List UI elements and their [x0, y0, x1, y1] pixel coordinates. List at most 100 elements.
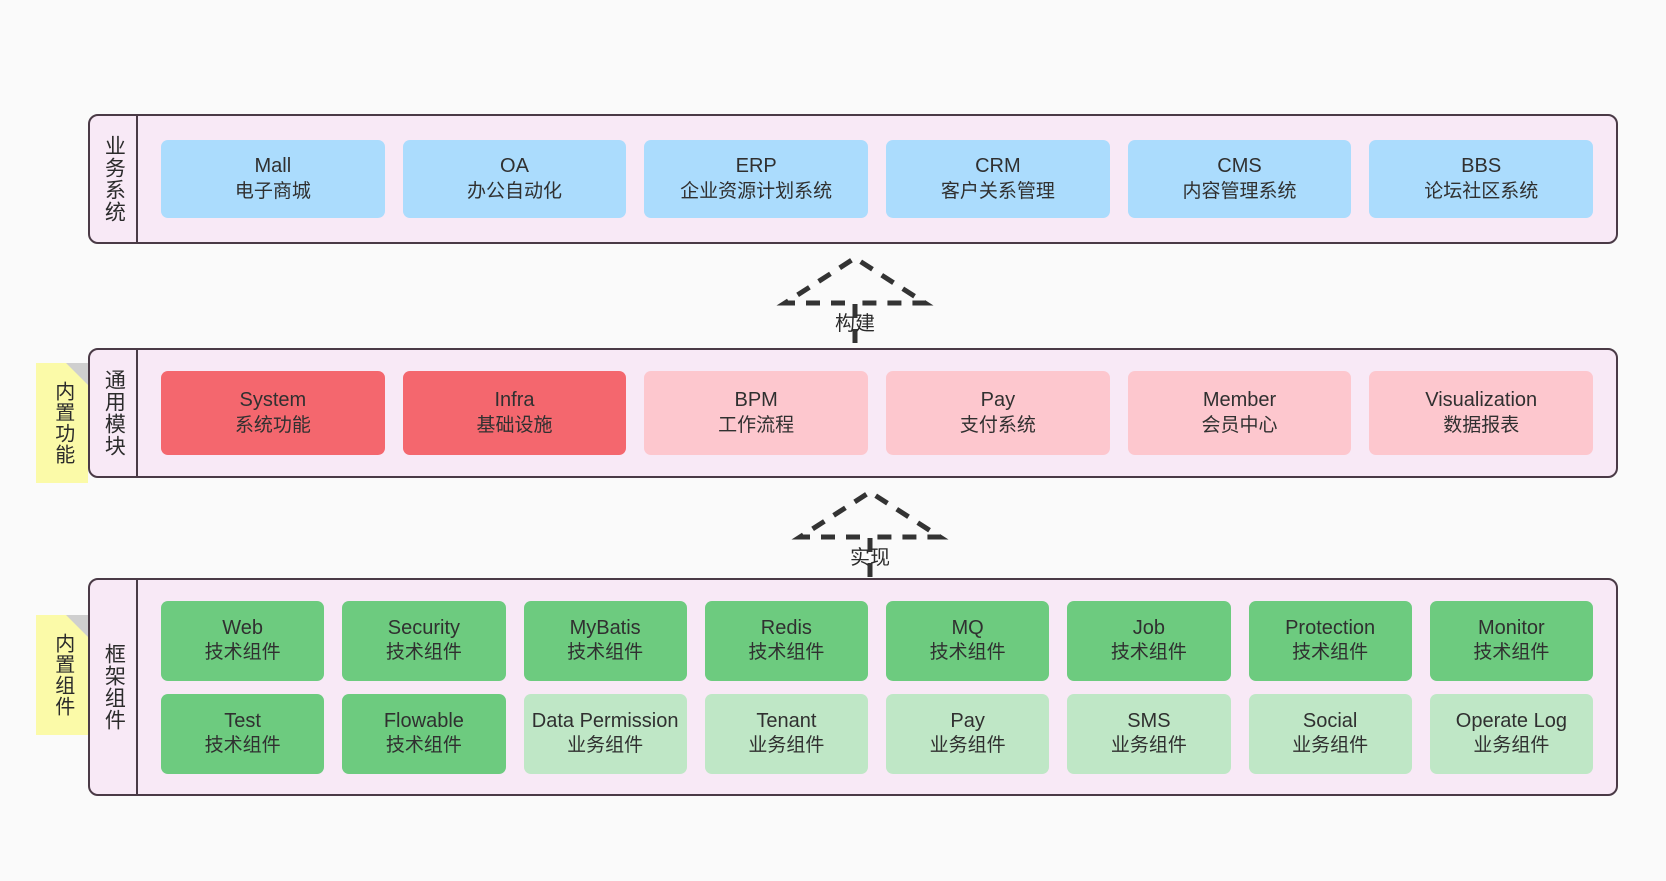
card-title-en: Monitor	[1478, 616, 1545, 639]
card-title-en: Protection	[1285, 616, 1376, 639]
card-title-en: Web	[222, 616, 263, 639]
sticky-note-builtin-features: 内置功能	[36, 363, 88, 483]
generalization-arrow-icon	[791, 489, 949, 577]
card-title-cn: 技术组件	[748, 642, 825, 664]
card-title-cn: 会员中心	[1201, 414, 1278, 436]
card-protection[interactable]: Protection 技术组件	[1248, 600, 1412, 681]
card-title-cn: 技术组件	[1292, 642, 1369, 664]
layer-title-divider	[136, 580, 138, 794]
card-title-cn: 技术组件	[929, 642, 1006, 664]
card-title-en: Data Permission	[531, 709, 679, 732]
sticky-note-label: 内置功能	[51, 381, 74, 465]
card-title-cn: 系统功能	[234, 414, 311, 436]
card-sms[interactable]: SMS 业务组件	[1067, 693, 1231, 774]
note-fold-corner-icon	[66, 363, 88, 385]
layer-framework-components: 框架组件 Web 技术组件 Security 技术组件 MyBatis 技术组件…	[88, 578, 1618, 796]
card-title-cn: 业务组件	[748, 735, 825, 757]
layer-body-framework-components: Web 技术组件 Security 技术组件 MyBatis 技术组件 Redi…	[138, 580, 1616, 794]
card-mall[interactable]: Mall 电子商城	[161, 140, 385, 218]
card-crm[interactable]: CRM 客户关系管理	[886, 140, 1110, 218]
card-title-en: System	[239, 389, 307, 412]
card-visualization[interactable]: Visualization 数据报表	[1369, 371, 1594, 455]
card-title-en: Mall	[254, 155, 292, 178]
card-mq[interactable]: MQ 技术组件	[886, 600, 1050, 681]
card-title-cn: 业务组件	[1110, 735, 1187, 757]
card-title-en: Infra	[494, 389, 535, 412]
card-title-en: Pay	[980, 389, 1016, 412]
card-title-cn: 业务组件	[567, 735, 644, 757]
card-operate-log[interactable]: Operate Log 业务组件	[1429, 693, 1593, 774]
card-title-en: Pay	[950, 709, 985, 732]
card-oa[interactable]: OA 办公自动化	[402, 140, 627, 218]
card-job[interactable]: Job 技术组件	[1067, 600, 1231, 681]
layer-body-common-modules: System 系统功能 Infra 基础设施 BPM 工作流程 Pay 支付系统…	[138, 350, 1616, 476]
framework-row-technical: Web 技术组件 Security 技术组件 MyBatis 技术组件 Redi…	[152, 600, 1602, 681]
card-title-en: Job	[1132, 616, 1165, 639]
card-member[interactable]: Member 会员中心	[1127, 371, 1352, 455]
card-title-en: CRM	[975, 155, 1021, 178]
card-title-cn: 技术组件	[1473, 642, 1550, 664]
card-title-cn: 办公自动化	[467, 180, 563, 202]
note-fold-corner-icon	[66, 615, 88, 637]
card-title-cn: 客户关系管理	[940, 180, 1055, 202]
card-social[interactable]: Social 业务组件	[1248, 693, 1412, 774]
card-title-cn: 基础设施	[476, 414, 553, 436]
framework-row-business: Test 技术组件 Flowable 技术组件 Data Permission …	[152, 693, 1602, 774]
layer-common-modules: 通用模块 System 系统功能 Infra 基础设施 BPM 工作流程 Pay…	[88, 348, 1618, 478]
card-title-en: Security	[387, 616, 460, 639]
card-title-cn: 技术组件	[567, 642, 644, 664]
card-flowable[interactable]: Flowable 技术组件	[342, 693, 506, 774]
card-title-cn: 技术组件	[385, 642, 462, 664]
card-erp[interactable]: ERP 企业资源计划系统	[644, 140, 869, 218]
layer-title-divider	[136, 116, 138, 242]
card-mybatis[interactable]: MyBatis 技术组件	[523, 600, 687, 681]
connector-label: 实现	[850, 547, 890, 569]
card-system[interactable]: System 系统功能	[161, 371, 385, 455]
card-title-cn: 支付系统	[959, 414, 1036, 436]
card-security[interactable]: Security 技术组件	[342, 600, 506, 681]
card-title-en: BPM	[734, 389, 778, 412]
card-title-en: Tenant	[756, 709, 817, 732]
card-title-cn: 电子商城	[234, 180, 311, 202]
card-title-cn: 数据报表	[1443, 414, 1520, 436]
card-title-en: Test	[224, 709, 261, 732]
card-title-en: MyBatis	[569, 616, 641, 639]
layer-business-systems: 业务系统 Mall 电子商城 OA 办公自动化 ERP 企业资源计划系统 CRM…	[88, 114, 1618, 244]
card-pay-business[interactable]: Pay 业务组件	[886, 693, 1050, 774]
layer-title-business-systems: 业务系统	[102, 135, 126, 223]
card-title-cn: 工作流程	[718, 414, 795, 436]
layer-title-common-modules: 通用模块	[102, 369, 126, 457]
connector-label: 构建	[835, 313, 875, 335]
layer-title-divider	[136, 350, 138, 476]
card-title-en: Visualization	[1425, 389, 1538, 412]
card-web[interactable]: Web 技术组件	[161, 600, 325, 681]
card-pay[interactable]: Pay 支付系统	[886, 371, 1110, 455]
connector-build: 构建	[755, 248, 955, 358]
card-test[interactable]: Test 技术组件	[161, 693, 325, 774]
card-title-en: BBS	[1461, 155, 1502, 178]
card-bbs[interactable]: BBS 论坛社区系统	[1369, 140, 1594, 218]
card-title-en: ERP	[735, 155, 777, 178]
card-title-cn: 技术组件	[204, 735, 281, 757]
card-title-en: OA	[500, 155, 529, 178]
card-tenant[interactable]: Tenant 业务组件	[704, 693, 868, 774]
card-title-cn: 业务组件	[1473, 735, 1550, 757]
card-monitor[interactable]: Monitor 技术组件	[1429, 600, 1593, 681]
card-title-cn: 论坛社区系统	[1424, 180, 1539, 202]
card-data-permission[interactable]: Data Permission 业务组件	[523, 693, 687, 774]
card-title-cn: 企业资源计划系统	[680, 180, 833, 202]
generalization-arrow-icon	[776, 255, 934, 343]
card-title-cn: 技术组件	[1110, 642, 1187, 664]
card-redis[interactable]: Redis 技术组件	[704, 600, 868, 681]
connector-implement: 实现	[770, 482, 970, 592]
card-cms[interactable]: CMS 内容管理系统	[1127, 140, 1352, 218]
card-title-cn: 业务组件	[1292, 735, 1369, 757]
card-bpm[interactable]: BPM 工作流程	[644, 371, 869, 455]
card-title-en: Operate Log	[1455, 709, 1567, 732]
card-title-en: CMS	[1217, 155, 1262, 178]
card-title-cn: 技术组件	[204, 642, 281, 664]
card-infra[interactable]: Infra 基础设施	[402, 371, 627, 455]
layer-title-framework-components: 框架组件	[102, 643, 126, 731]
card-title-en: Flowable	[383, 709, 464, 732]
